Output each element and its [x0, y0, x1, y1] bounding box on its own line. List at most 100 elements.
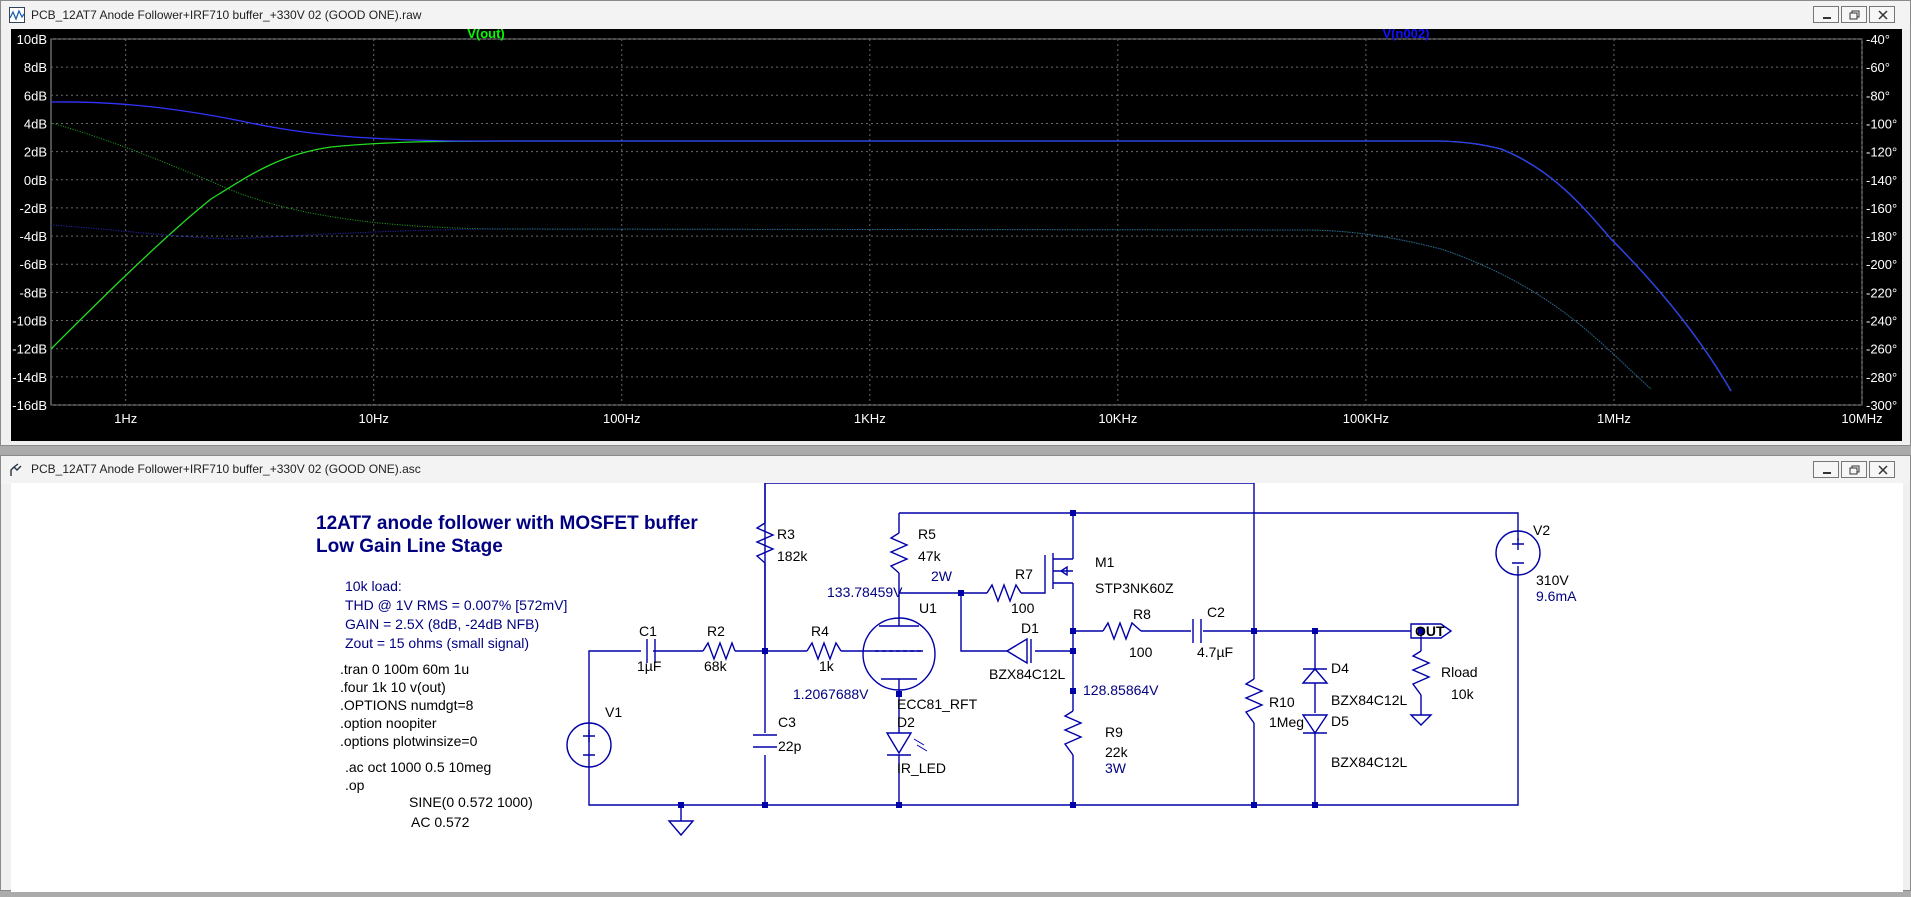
vout-phase-trace: [50, 122, 1652, 390]
r10-name: R10: [1269, 694, 1295, 710]
v1-source-spec[interactable]: AC 0.572: [411, 814, 470, 830]
d4-zener-symbol[interactable]: [1301, 667, 1329, 713]
r2-name: R2: [707, 623, 725, 639]
spice-directive[interactable]: .op: [345, 777, 365, 793]
left-axis-tick-label: -6dB: [20, 257, 47, 272]
restore-icon: [1849, 465, 1860, 475]
right-axis-tick-label: -100°: [1866, 116, 1897, 131]
schematic-minimize-button[interactable]: [1813, 461, 1839, 478]
v2-polarity-marks: [1512, 538, 1524, 564]
u1-value: ECC81_RFT: [897, 696, 978, 712]
spice-directive[interactable]: .options plotwinsize=0: [340, 733, 478, 749]
left-axis-tick-label: 0dB: [24, 173, 47, 188]
minimize-icon: [1823, 17, 1831, 19]
r2-resistor-symbol[interactable]: [702, 641, 736, 661]
d5-zener-symbol[interactable]: [1301, 714, 1329, 735]
v2-source-symbol[interactable]: [1495, 530, 1541, 576]
m1-mosfet-symbol[interactable]: [1044, 551, 1074, 593]
r4-resistor-symbol[interactable]: [806, 641, 842, 661]
r5-name: R5: [918, 526, 936, 542]
r2-value: 68k: [704, 658, 728, 674]
r10-resistor-symbol[interactable]: [1244, 678, 1264, 724]
left-axis-tick-label: -10dB: [12, 314, 47, 329]
note-line: THD @ 1V RMS = 0.007% [572mV]: [345, 597, 567, 613]
rload-value: 10k: [1451, 686, 1475, 702]
left-axis-tick-label: -12dB: [12, 342, 47, 357]
r5-resistor-symbol[interactable]: [889, 532, 909, 574]
plot-frame: [50, 38, 1863, 406]
restore-button[interactable]: [1841, 6, 1867, 23]
r7-resistor-symbol[interactable]: [986, 583, 1022, 603]
trace-label-vout[interactable]: V(out): [467, 26, 505, 41]
v1-source-symbol[interactable]: [566, 722, 612, 768]
spice-directive[interactable]: .OPTIONS numdgt=8: [340, 697, 474, 713]
r3-resistor-symbol[interactable]: [755, 522, 775, 564]
schematic-restore-button[interactable]: [1841, 461, 1867, 478]
right-axis-tick-label: -280°: [1866, 370, 1897, 385]
c2-capacitor-symbol[interactable]: [1192, 619, 1202, 643]
r3-value: 182k: [777, 548, 808, 564]
d4-value: BZX84C12L: [1331, 692, 1407, 708]
note-line: GAIN = 2.5X (8dB, -24dB NFB): [345, 616, 539, 632]
left-axis-tick-label: 10dB: [17, 32, 47, 47]
junction-dots: [678, 510, 1424, 808]
spice-directive[interactable]: .four 1k 10 v(out): [340, 679, 446, 695]
minimize-button[interactable]: [1813, 6, 1839, 23]
schematic-canvas[interactable]: 12AT7 anode follower with MOSFET buffer …: [11, 482, 1903, 892]
source-voltage: 128.85864V: [1083, 682, 1159, 698]
r8-value: 100: [1129, 644, 1153, 660]
left-axis-tick-label: -4dB: [20, 229, 47, 244]
minimize-icon: [1823, 472, 1831, 474]
r5-value: 47k: [918, 548, 942, 564]
right-axis-tick-label: -240°: [1866, 314, 1897, 329]
c3-capacitor-symbol[interactable]: [753, 734, 777, 748]
schematic-window: PCB_12AT7 Anode Follower+IRF710 buffer_+…: [0, 455, 1911, 892]
schematic-close-button[interactable]: [1869, 461, 1895, 478]
d2-value: IR_LED: [897, 760, 946, 776]
r5-power: 2W: [931, 568, 953, 584]
right-axis-tick-label: -200°: [1866, 257, 1897, 272]
bode-plot[interactable]: 10dB8dB6dB4dB2dB0dB-2dB-4dB-6dB-8dB-10dB…: [11, 26, 1902, 441]
r10-value: 1Meg: [1269, 714, 1304, 730]
x-axis-tick-label: 1KHz: [854, 411, 886, 426]
left-axis-tick-label: -2dB: [20, 201, 47, 216]
x-axis-tick-label: 1MHz: [1597, 411, 1631, 426]
u1-triode-symbol[interactable]: [862, 617, 936, 691]
d4-name: D4: [1331, 660, 1349, 676]
schematic-drawing[interactable]: 12AT7 anode follower with MOSFET buffer …: [11, 482, 1903, 892]
spice-directive[interactable]: .tran 0 100m 60m 1u: [340, 661, 469, 677]
d2-name: D2: [897, 714, 915, 730]
r8-name: R8: [1133, 606, 1151, 622]
c2-value: 4.7µF: [1197, 644, 1233, 660]
v1-name: V1: [605, 704, 622, 720]
left-axis-tick-label: -16dB: [12, 398, 47, 413]
v1-source-spec[interactable]: SINE(0 0.572 1000): [409, 794, 533, 810]
note-line: 10k load:: [345, 578, 402, 594]
rload-resistor-symbol[interactable]: [1411, 650, 1431, 696]
schematic-heading-1: 12AT7 anode follower with MOSFET buffer: [316, 513, 698, 534]
schematic-titlebar[interactable]: PCB_12AT7 Anode Follower+IRF710 buffer_+…: [1, 456, 1910, 484]
d1-zener-symbol[interactable]: [1005, 637, 1032, 665]
left-axis-tick-label: 4dB: [24, 116, 47, 131]
spice-directive[interactable]: .option noopiter: [340, 715, 437, 731]
left-axis-tick-label: -14dB: [12, 370, 47, 385]
right-axis-tick-label: -120°: [1866, 145, 1897, 160]
close-button[interactable]: [1869, 6, 1895, 23]
plot-titlebar[interactable]: PCB_12AT7 Anode Follower+IRF710 buffer_+…: [1, 1, 1910, 29]
r7-name: R7: [1015, 566, 1033, 582]
out-net-flag[interactable]: [1410, 623, 1453, 639]
trace-label-vn002[interactable]: V(n002): [1383, 26, 1430, 41]
r3-name: R3: [777, 526, 795, 542]
d2-led-symbol[interactable]: [885, 732, 928, 756]
c1-capacitor-symbol[interactable]: [646, 639, 656, 663]
vn002-phase-trace: [50, 224, 1652, 390]
close-icon: [1878, 465, 1888, 475]
vout-magnitude-trace: [50, 140, 1732, 392]
spice-directive[interactable]: .ac oct 1000 0.5 10meg: [345, 759, 491, 775]
left-axis-tick-label: 8dB: [24, 60, 47, 75]
r9-resistor-symbol[interactable]: [1063, 710, 1083, 756]
m1-name: M1: [1095, 554, 1115, 570]
r8-resistor-symbol[interactable]: [1102, 621, 1142, 641]
